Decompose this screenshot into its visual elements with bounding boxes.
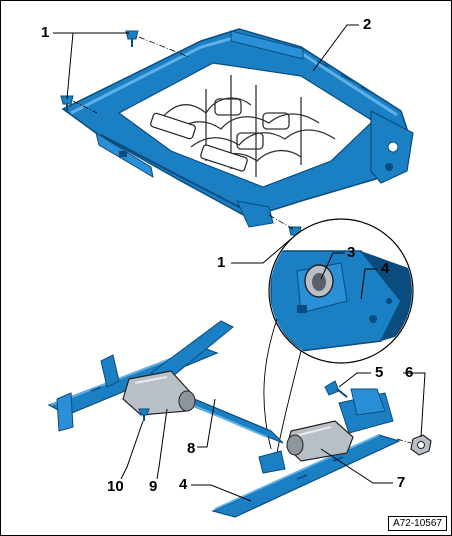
callout-8: 8: [187, 440, 196, 457]
detail-magnifier: [268, 218, 414, 364]
screw-left-front: [60, 95, 74, 111]
callout-9: 9: [149, 478, 158, 495]
callout-5: 5: [375, 364, 384, 381]
callout-7: 7: [397, 474, 406, 491]
left-motor: [122, 370, 196, 416]
callout-3: 3: [347, 244, 356, 261]
figure-reference-code: A72-10567: [388, 516, 447, 531]
screw-10: [138, 408, 150, 421]
seat-pan-frame: [61, 28, 414, 228]
nut-6: [396, 434, 432, 456]
callout-10: 10: [107, 478, 124, 495]
right-motor: [286, 420, 354, 462]
callout-4-detail: 4: [381, 260, 390, 277]
leader-lines: [53, 24, 426, 502]
screw-5: [324, 380, 348, 398]
callout-4-bottom: 4: [179, 476, 188, 493]
callout-6: 6: [405, 364, 414, 381]
callout-1-top: 1: [41, 24, 50, 41]
callout-2: 2: [363, 16, 372, 33]
callout-1-mid: 1: [217, 254, 226, 271]
